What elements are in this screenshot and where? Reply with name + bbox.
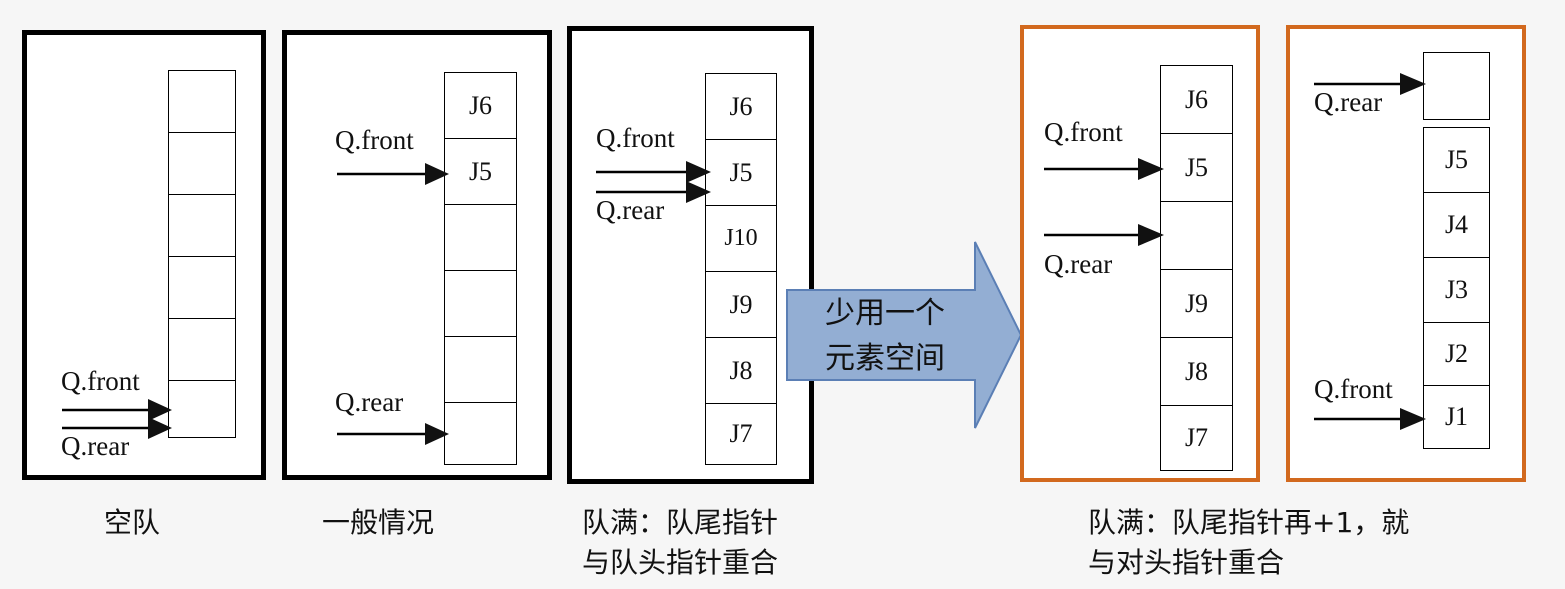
front-pointer-label: Q.front	[1044, 117, 1123, 147]
queue-cell: J4	[1423, 192, 1490, 258]
rear-pointer-label: Q.rear	[1044, 249, 1113, 279]
panel-reserved-slot-alt: J5 J4 J3 J2 J1 Q.rear Q.front	[1286, 25, 1526, 482]
queue-cell: J8	[1160, 337, 1233, 406]
rear-pointer-arrow	[1314, 73, 1426, 95]
front-pointer-label: Q.front	[596, 123, 675, 153]
front-pointer-label: Q.front	[1314, 374, 1393, 404]
transition-arrow-label-line2: 元素空间	[825, 341, 945, 376]
panel-general-case: J6 J5 Q.front Q.rear	[282, 30, 552, 480]
queue-cell: J6	[1160, 65, 1233, 134]
queue-cell	[168, 194, 236, 257]
rear-pointer-label: Q.rear	[335, 387, 404, 417]
queue-cell: J8	[705, 337, 777, 404]
rear-pointer-label: Q.rear	[61, 431, 130, 461]
rear-pointer-label: Q.rear	[596, 195, 665, 225]
front-pointer-label: Q.front	[61, 366, 140, 396]
rear-pointer-label: Q.rear	[1314, 87, 1383, 117]
queue-cell	[168, 132, 236, 195]
queue-cell	[444, 402, 517, 465]
queue-cell: J5	[1160, 133, 1233, 202]
queue-cell: J7	[1160, 405, 1233, 471]
panel-reserved-slot-full: J6 J5 J9 J8 J7 Q.front Q.rear	[1020, 25, 1260, 482]
queue-cell: J6	[444, 72, 517, 139]
caption-empty-queue: 空队	[104, 506, 161, 539]
transition-arrow-shape	[786, 241, 1023, 429]
front-pointer-arrow	[1314, 408, 1426, 430]
queue-cell	[1423, 52, 1490, 120]
queue-cell	[168, 318, 236, 381]
queue-cell: J7	[705, 403, 777, 465]
front-pointer-arrow	[337, 163, 449, 185]
queue-cell	[444, 336, 517, 403]
queue-cell: J5	[1423, 127, 1490, 193]
queue-cell	[168, 256, 236, 319]
queue-cell	[168, 70, 236, 133]
queue-cell: J9	[1160, 269, 1233, 338]
queue-cell: J5	[705, 139, 777, 206]
panel-full-queue: J6 J5 J10 J9 J8 J7 Q.front Q.rear	[567, 26, 814, 484]
caption-full-queue-line2: 与队头指针重合	[582, 546, 779, 579]
front-pointer-arrow	[596, 161, 711, 183]
caption-reserved-line1: 队满：队尾指针再+1，就	[1088, 506, 1410, 539]
front-pointer-arrow	[62, 399, 172, 421]
queue-cell: J5	[444, 138, 517, 205]
caption-reserved-line2: 与对头指针重合	[1088, 546, 1285, 579]
queue-cell	[444, 204, 517, 271]
rear-pointer-arrow	[62, 417, 172, 439]
queue-cell: J10	[705, 205, 777, 272]
caption-general-case: 一般情况	[322, 506, 435, 539]
panel-empty-queue: Q.front Q.rear	[22, 30, 266, 480]
queue-cell: J3	[1423, 257, 1490, 323]
rear-pointer-arrow	[337, 423, 449, 445]
front-pointer-label: Q.front	[335, 125, 414, 155]
rear-pointer-arrow	[1044, 224, 1164, 246]
caption-full-queue-line1: 队满：队尾指针	[582, 506, 779, 539]
transition-arrow-label-line1: 少用一个	[825, 296, 945, 331]
queue-cell: J1	[1423, 385, 1490, 449]
queue-cell	[1160, 201, 1233, 270]
queue-cell	[168, 380, 236, 438]
rear-pointer-arrow	[596, 181, 711, 203]
queue-cell: J6	[705, 73, 777, 140]
front-pointer-arrow	[1044, 158, 1164, 180]
queue-cell: J2	[1423, 322, 1490, 386]
queue-cell: J9	[705, 271, 777, 338]
queue-cell	[444, 270, 517, 337]
